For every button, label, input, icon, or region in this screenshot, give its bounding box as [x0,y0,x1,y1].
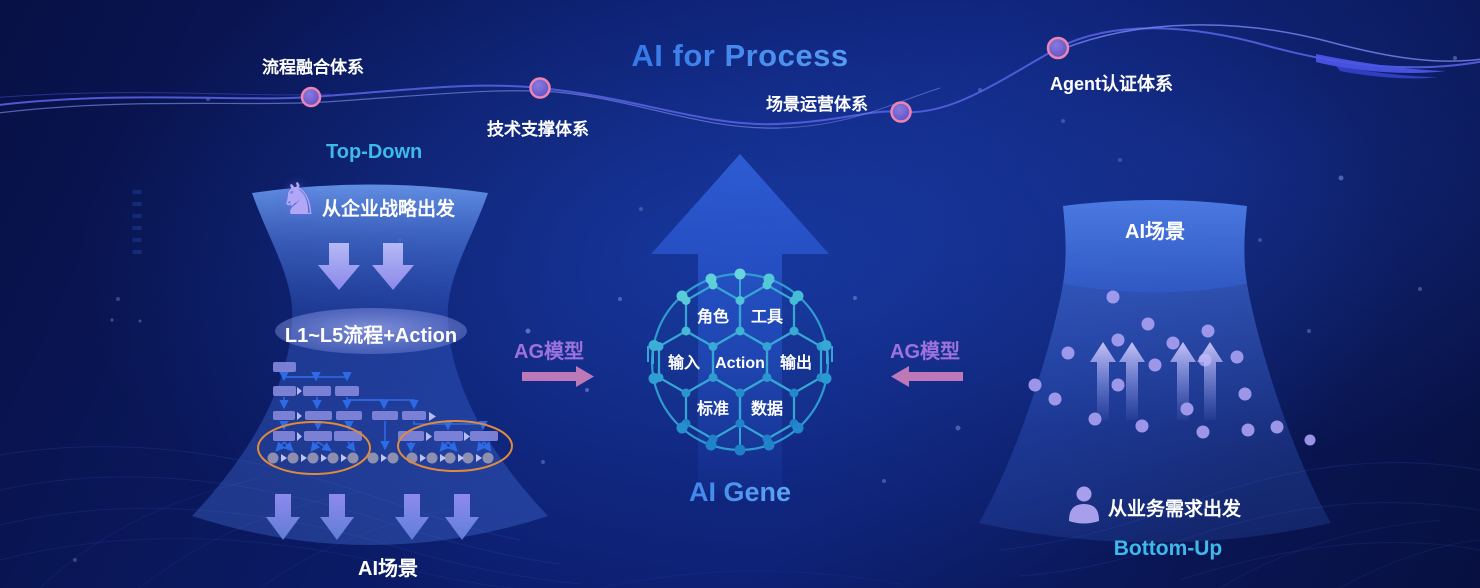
left-funnel-output-arrows [266,494,479,540]
strategy-label: 从企业战略出发 [322,199,456,220]
top-down-label: Top-Down [326,141,423,163]
ag-model-arrow-right [891,366,963,387]
sphere-outer-nodes [648,268,832,456]
left-ai-scene-label: AI场景 [358,558,418,580]
sphere-label-input: 输入 [668,353,700,372]
sphere-label-output: 输出 [780,353,812,372]
ag-model-label-right: AG模型 [890,341,960,363]
demand-label: 从业务需求出发 [1108,499,1242,520]
knight-icon: ♞ [279,175,319,224]
person-icon [1069,486,1099,524]
sphere-label-tool: 工具 [751,308,783,326]
wave-system-label-process-fusion: 流程融合体系 [262,58,364,77]
left-funnel [192,184,548,545]
process-pill [275,308,467,354]
flowchart-circles [267,452,494,464]
orange-highlight-ellipses [257,420,513,475]
process-flowchart [257,362,513,475]
right-funnel-up-arrows [1090,342,1223,420]
wave-node-dots [300,36,1070,123]
wave-node-dot [300,86,322,108]
bottom-up-label: Bottom-Up [1113,537,1223,560]
ag-model-arrow-left [522,366,594,387]
sphere-label-action: Action [715,355,765,372]
wave-node-dot [529,77,551,99]
process-pill-label: L1~L5流程+Action [284,325,458,347]
flowchart-connectors [275,371,492,453]
ai-gene-sphere: 角色 工具 输入 Action 输出 标准 数据 [647,268,833,456]
right-ai-scene-label: AI场景 [1125,221,1185,243]
sphere-label-data: 数据 [751,399,783,418]
sphere-label-standard: 标准 [696,399,729,418]
right-funnel-dots [1028,290,1316,446]
background-mesh [0,190,1480,588]
wave-node-dot [1046,36,1070,60]
page-title: AI for Process [560,38,920,74]
sphere-label-role: 角色 [697,307,729,326]
left-funnel-down-arrows [318,243,414,290]
sparkle-dots [73,56,1457,562]
comet-streak [1316,54,1446,73]
wave-system-label-scene-operation: 场景运营体系 [766,95,868,114]
right-funnel [979,200,1331,543]
wave-node-dot [890,101,912,123]
wave-system-label-tech-support: 技术支撑体系 [487,120,589,139]
wave-system-label-agent-certification: Agent认证体系 [1050,74,1173,94]
ai-gene-title: AI Gene [640,477,840,508]
ag-model-label-left: AG模型 [514,341,584,363]
